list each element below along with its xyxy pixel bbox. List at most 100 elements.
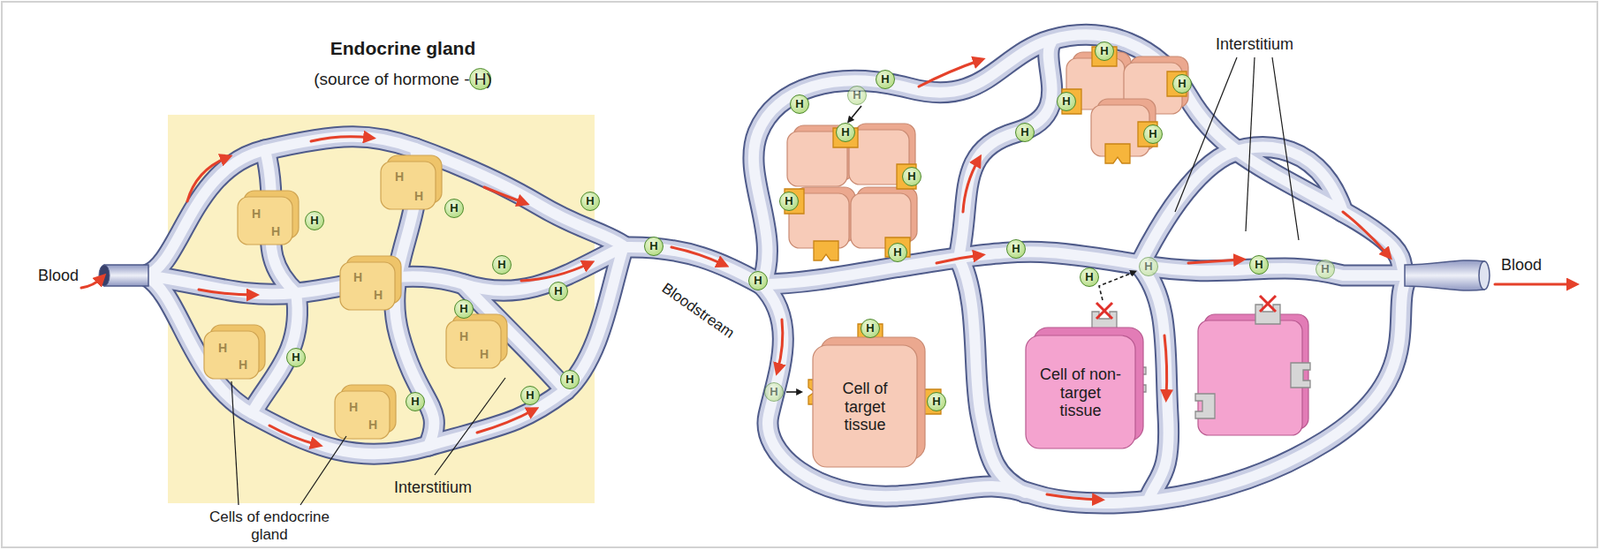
- hormone-symbol: H: [520, 386, 540, 406]
- interstitium-label: Interstitium: [394, 478, 472, 498]
- receptor: [1290, 363, 1311, 388]
- hormone-symbol: H: [779, 191, 799, 212]
- gland-cell: [340, 262, 395, 311]
- gland-cell: [446, 320, 501, 369]
- interstitium-label: Interstitium: [1215, 35, 1294, 54]
- vessel: [753, 34, 1409, 285]
- flow-arrow: [1188, 259, 1242, 264]
- stored-hormone: H: [373, 288, 383, 303]
- stored-hormone: H: [251, 206, 261, 221]
- gland-cell: [237, 197, 293, 245]
- leader-line: [231, 381, 239, 506]
- hormone-symbol: H: [560, 370, 580, 390]
- hormone-symbol: H: [875, 69, 895, 90]
- vessel: [622, 247, 762, 285]
- hormone-symbol: H: [1249, 255, 1269, 275]
- stored-hormone: H: [459, 329, 469, 344]
- receptor: [1195, 394, 1215, 419]
- vessel: [1139, 265, 1169, 501]
- vessel: [958, 257, 1025, 493]
- flow-arrow: [1046, 494, 1100, 501]
- flow-arrow: [477, 409, 535, 433]
- hormone-symbol: H: [748, 271, 768, 291]
- binding-arrow: [849, 106, 862, 122]
- flow-arrow: [918, 60, 981, 87]
- non-target-cell: Cell of non-target tissue: [1024, 326, 1146, 451]
- receptor: [1105, 144, 1130, 164]
- flow-arrow: [1342, 212, 1389, 257]
- gland-cell: [334, 391, 390, 440]
- vessel: [1139, 265, 1169, 501]
- stored-hormone: H: [394, 169, 404, 184]
- vessel: [753, 34, 1409, 285]
- cell-label: Cell of non-target tissue: [1038, 365, 1123, 421]
- target-cell: Cell of target tissue: [811, 336, 927, 470]
- vessel: [622, 247, 762, 285]
- vessel: [761, 275, 1409, 504]
- vessel: [958, 257, 1025, 493]
- vessel: [1139, 146, 1343, 266]
- bloodstream-label: Bloodstream: [658, 280, 737, 343]
- gland-heading: Endocrine gland: [330, 37, 477, 60]
- outlet-vessel: [1404, 260, 1485, 291]
- hormone-symbol: H: [789, 94, 810, 114]
- flow-arrow: [81, 277, 103, 289]
- leader-line: [300, 436, 347, 506]
- inlet-vessel: [104, 265, 149, 287]
- flow-arrow: [310, 136, 372, 142]
- stored-hormone: H: [218, 341, 228, 356]
- flow-arrow: [963, 159, 979, 213]
- hormone-circle: [469, 68, 492, 91]
- receptor: [1255, 304, 1281, 325]
- hormone-symbol: H: [1056, 91, 1077, 112]
- flow-arrow: [1164, 335, 1168, 398]
- vessel: [145, 136, 623, 276]
- vessel-opening: [98, 265, 110, 287]
- gland-subheading: (source of hormone - H): [313, 69, 493, 90]
- hormone-symbol: H: [492, 255, 512, 275]
- receptor: [813, 241, 839, 261]
- flow-arrow: [198, 289, 255, 296]
- flow-arrow: [936, 255, 981, 264]
- hormone-symbol: H: [454, 299, 474, 319]
- vessel: [1139, 146, 1343, 266]
- leader-line: [1272, 57, 1299, 241]
- cell-body: [1025, 335, 1136, 449]
- hormone-symbol: H: [444, 198, 464, 219]
- flow-arrow: [671, 247, 725, 266]
- stored-hormone: H: [348, 400, 358, 415]
- vessel: [622, 247, 762, 285]
- vessel: [761, 275, 1409, 504]
- leader-line: [434, 378, 506, 476]
- vessel: [145, 249, 623, 455]
- vessel: [958, 42, 1053, 258]
- hormone-symbol: H: [644, 236, 664, 257]
- stored-hormone: H: [353, 270, 363, 285]
- hormone-symbol: H: [860, 318, 880, 339]
- hormone-symbol: H: [764, 382, 784, 402]
- blood-vessels: [145, 34, 1409, 504]
- stored-hormone: H: [271, 224, 281, 239]
- hormone-symbol: H: [1143, 124, 1163, 145]
- stored-hormone: H: [414, 189, 424, 204]
- stored-hormone: H: [368, 417, 378, 433]
- hormone-symbol: H: [1015, 122, 1035, 143]
- vessel: [761, 275, 1409, 504]
- hormone-symbol: H: [847, 85, 867, 106]
- gland-region: Endocrine gland(source of hormone - H): [167, 114, 595, 504]
- stored-hormone: H: [238, 357, 248, 372]
- gland-cells-label: Cells of endocrine gland: [207, 508, 332, 544]
- gland-cell: [204, 331, 259, 380]
- stored-hormone: H: [479, 347, 489, 362]
- hormone-symbol: H: [405, 392, 425, 412]
- vessel: [145, 136, 623, 276]
- flow-arrow: [521, 263, 591, 281]
- vessel: [1139, 265, 1169, 501]
- hormone-symbol: H: [1138, 257, 1159, 277]
- hormone-symbol: H: [926, 392, 947, 412]
